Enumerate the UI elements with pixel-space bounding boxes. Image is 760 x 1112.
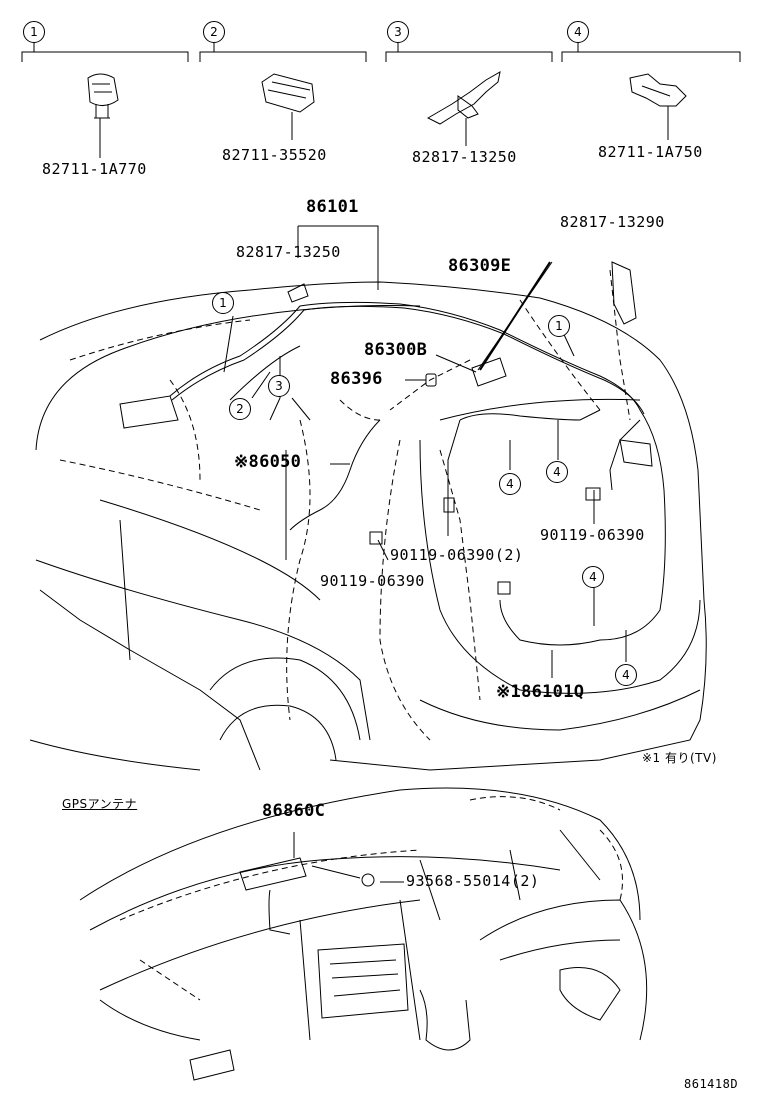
- callout-4-a: 4: [499, 473, 521, 495]
- label-86050: ※86050: [234, 452, 302, 472]
- header-part-2: 82711-35520: [222, 146, 327, 164]
- label-90119-06390-right: 90119-06390: [540, 526, 645, 544]
- clip-icon-4: [629, 73, 687, 140]
- dashboard-outline: [79, 787, 648, 1081]
- label-90119-06390-left: 90119-06390: [320, 572, 425, 590]
- figure-id: 861418D: [684, 1077, 739, 1091]
- label-86101: 86101: [306, 197, 359, 217]
- callout-4-c: 4: [582, 566, 604, 588]
- clamp-icon-2: [261, 73, 315, 140]
- header-index-1: 1: [23, 21, 45, 43]
- label-93568-55014: 93568-55014(2): [406, 872, 540, 890]
- callout-2: 2: [229, 398, 251, 420]
- label-86101Q: ※186101Q: [496, 682, 585, 702]
- label-82817-13250: 82817-13250: [236, 243, 341, 261]
- note-tv: ※1 有り(TV): [642, 751, 717, 765]
- clip-icon-1: [87, 73, 119, 158]
- callout-1-right: 1: [548, 315, 570, 337]
- label-86860C: 86860C: [262, 801, 326, 821]
- label-82817-13290: 82817-13290: [560, 213, 665, 231]
- header-index-3: 3: [387, 21, 409, 43]
- label-86309E: 86309E: [448, 256, 512, 276]
- header-part-3: 82817-13250: [412, 148, 517, 166]
- label-86396: 86396: [330, 369, 383, 389]
- gps-caption: GPSアンテナ: [62, 797, 138, 811]
- callout-4-b: 4: [546, 461, 568, 483]
- bracket-icon-3: [426, 71, 501, 146]
- header-index-2: 2: [203, 21, 225, 43]
- harness-line: [169, 301, 666, 646]
- dashboard-dashed: [119, 796, 623, 1001]
- callout-1-left: 1: [212, 292, 234, 314]
- header-part-1: 82711-1A770: [42, 160, 147, 178]
- header-part-4: 82711-1A750: [598, 143, 703, 161]
- callout-4-d: 4: [615, 664, 637, 686]
- callout-3: 3: [268, 375, 290, 397]
- label-90119-06390-2: 90119-06390(2): [390, 546, 524, 564]
- label-86300B: 86300B: [364, 340, 428, 360]
- header-index-4: 4: [567, 21, 589, 43]
